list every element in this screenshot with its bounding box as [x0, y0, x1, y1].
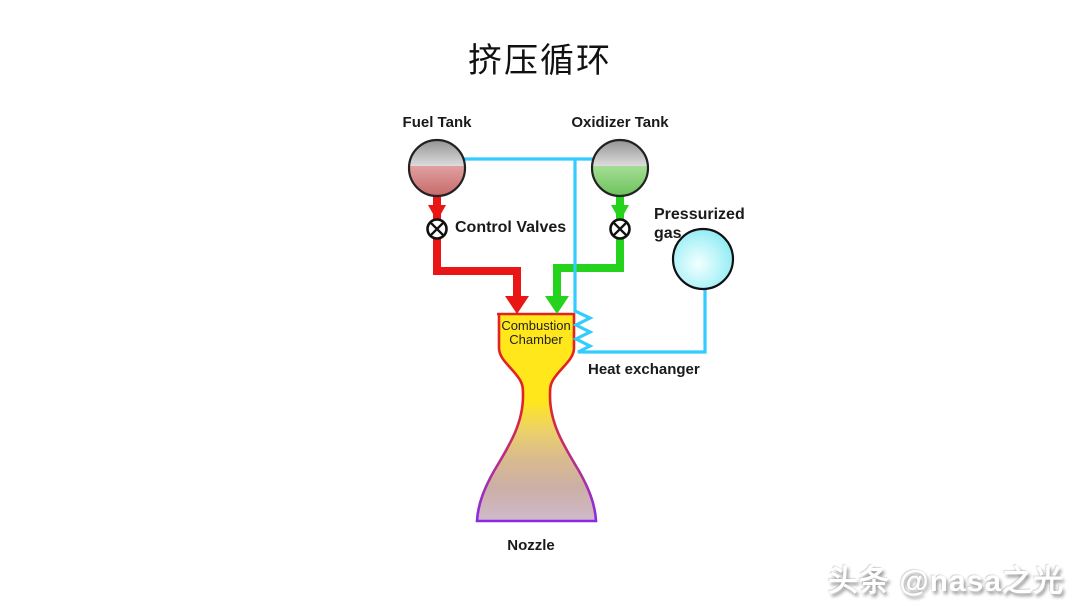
- fuel-feed-pipe: [433, 194, 521, 298]
- pressurized-gas-label-line1: Pressurized: [654, 206, 745, 223]
- combustion-chamber-and-nozzle-shape: [475, 312, 598, 523]
- combustion-chamber-label-line2: Chamber: [509, 331, 563, 347]
- pressurized-gas-label: Pressurized gas: [654, 205, 745, 243]
- page-title: 挤压循环: [468, 42, 612, 80]
- combustion-chamber-label-line1: Combustion: [501, 318, 571, 333]
- fuel-arrowhead-tank-icon: [428, 205, 446, 221]
- combustion-chamber-label: Combustion Chamber: [496, 319, 576, 346]
- heat-exchanger-label: Heat exchanger: [588, 361, 700, 378]
- pressurized-gas-label-line2: gas: [654, 225, 682, 242]
- watermark: 头条 @nasa之光: [828, 565, 1064, 598]
- nozzle-label: Nozzle: [507, 537, 555, 554]
- oxidizer-arrowhead-chamber-icon: [545, 296, 569, 314]
- oxidizer-control-valve-icon: [609, 218, 631, 240]
- oxidizer-tank-label: Oxidizer Tank: [571, 114, 669, 131]
- oxidizer-arrowhead-tank-icon: [611, 205, 629, 221]
- fuel-tank-label: Fuel Tank: [402, 114, 472, 131]
- oxidizer-tank: [590, 138, 650, 198]
- fuel-arrowhead-chamber-icon: [505, 296, 529, 314]
- fuel-control-valve-icon: [426, 218, 448, 240]
- pressurized-gas-sphere: [671, 227, 735, 291]
- control-valves-label: Control Valves: [455, 219, 567, 236]
- fuel-tank: [407, 138, 467, 198]
- heat-exchanger-coil: [572, 159, 707, 354]
- oxidizer-feed-pipe: [553, 194, 624, 298]
